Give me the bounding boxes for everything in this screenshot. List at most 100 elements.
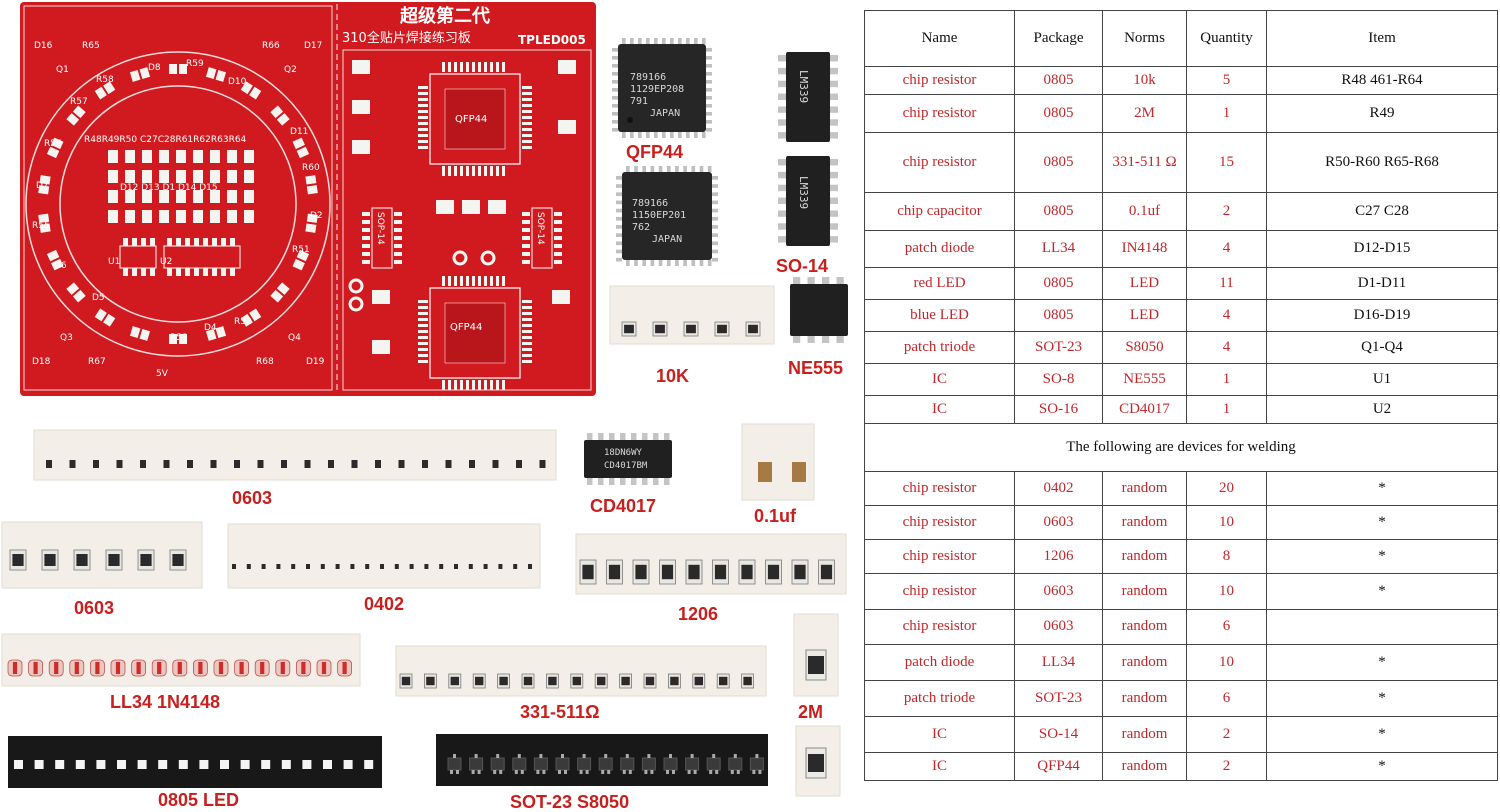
cell-item: U1 bbox=[1266, 362, 1498, 396]
sot23-leg bbox=[755, 754, 759, 758]
sot23-leg bbox=[672, 770, 675, 774]
sop-pad bbox=[394, 252, 402, 256]
chip-pin bbox=[686, 38, 690, 44]
silkscreen-label: R51 bbox=[292, 245, 310, 255]
sop-pad bbox=[394, 236, 402, 240]
chip-pin bbox=[653, 433, 659, 440]
sop-pad bbox=[554, 228, 562, 232]
cell-name: chip resistor bbox=[864, 573, 1015, 611]
chip-pin bbox=[612, 112, 618, 116]
header-package: Package bbox=[1014, 10, 1103, 67]
product-photo: 超级第二代 310全贴片焊接练习板 TPLED005 QFP44 QFP44 S… bbox=[1, 2, 848, 812]
sop-pad bbox=[522, 236, 530, 240]
cell-name: patch diode bbox=[864, 230, 1015, 268]
cell-item: D1-D11 bbox=[1266, 266, 1498, 300]
chip-pin bbox=[678, 38, 682, 44]
cell-item: R49 bbox=[1266, 94, 1498, 134]
ring-pad-pair bbox=[94, 308, 116, 327]
sot23-leg bbox=[496, 754, 500, 758]
qfp-pad bbox=[522, 342, 532, 345]
qfp-pad bbox=[418, 300, 428, 303]
center-pad bbox=[108, 150, 118, 163]
diode-core bbox=[198, 662, 203, 674]
cell-quantity: 4 bbox=[1186, 298, 1267, 332]
qfp-pad bbox=[522, 116, 532, 119]
qfp-pad bbox=[442, 166, 445, 176]
smd-part bbox=[276, 564, 281, 569]
qfp-pad bbox=[466, 380, 469, 390]
qfp-pad bbox=[522, 300, 532, 303]
sot23-leg bbox=[517, 754, 521, 758]
ic-pin bbox=[176, 238, 181, 246]
chip-pin bbox=[830, 210, 838, 217]
chip-pin bbox=[712, 257, 718, 262]
chip-pin bbox=[626, 260, 630, 266]
smd-part bbox=[232, 564, 236, 569]
chip-pin bbox=[707, 166, 712, 172]
chip-pin bbox=[622, 132, 626, 138]
sot23-leg bbox=[709, 770, 713, 774]
cell-package: 0402 bbox=[1014, 471, 1103, 507]
center-pad bbox=[176, 170, 186, 183]
chip-pin bbox=[793, 336, 801, 343]
cell-package: SOT-23 bbox=[1014, 330, 1103, 364]
pcb-pad bbox=[372, 340, 390, 354]
diode-core bbox=[239, 662, 244, 674]
center-pad bbox=[210, 190, 220, 203]
cell-package: SO-8 bbox=[1014, 362, 1103, 396]
pcb-hole bbox=[348, 278, 364, 294]
chip-pin bbox=[778, 197, 786, 204]
sop-pad bbox=[554, 244, 562, 248]
qfp-pad bbox=[522, 146, 532, 149]
ic-pin bbox=[194, 268, 199, 276]
chip-pin bbox=[712, 208, 718, 213]
resistor-body bbox=[694, 676, 703, 686]
qfp-pad bbox=[522, 312, 532, 315]
smd-led bbox=[34, 760, 44, 769]
chip-pin bbox=[675, 166, 679, 172]
chip-pin bbox=[830, 184, 838, 192]
silkscreen-label: Q1 bbox=[56, 65, 69, 75]
smd-part bbox=[439, 564, 444, 569]
diode-core bbox=[218, 662, 224, 674]
chip-pin bbox=[706, 120, 712, 124]
center-pad bbox=[159, 190, 169, 203]
resistor-body bbox=[76, 554, 88, 566]
chip-pin bbox=[830, 119, 838, 126]
qfp-pad bbox=[522, 318, 532, 321]
cell-norms: CD4017 bbox=[1102, 394, 1187, 424]
led-ring-outer bbox=[25, 51, 331, 357]
chip-pin bbox=[822, 277, 830, 284]
ic-pin bbox=[167, 268, 172, 276]
sop-pad bbox=[394, 212, 402, 216]
ic-pin bbox=[167, 238, 172, 246]
resistor-body bbox=[820, 564, 833, 580]
cell-norms: random bbox=[1102, 679, 1187, 717]
resistor-body bbox=[582, 564, 594, 580]
chip-pin bbox=[612, 104, 618, 108]
chip-pin bbox=[662, 38, 666, 44]
smd-part bbox=[350, 564, 355, 569]
cell-item: * bbox=[1266, 751, 1498, 782]
qfp-pad bbox=[484, 62, 487, 72]
cell-name: blue LED bbox=[864, 298, 1015, 332]
pcb-hole bbox=[480, 250, 496, 266]
silkscreen-label: Q2 bbox=[284, 65, 297, 75]
resistor-body bbox=[635, 564, 647, 580]
smd-part bbox=[291, 564, 296, 569]
resistor-body bbox=[748, 324, 758, 334]
qfp-pad bbox=[472, 380, 475, 390]
cell-quantity: 10 bbox=[1186, 643, 1267, 681]
cell-quantity: 15 bbox=[1186, 132, 1267, 194]
cell-norms: IN4148 bbox=[1102, 230, 1187, 268]
ic-pin bbox=[150, 268, 155, 276]
center-pad bbox=[244, 150, 254, 163]
silkscreen-label: R68 bbox=[256, 357, 274, 367]
cell-item: * bbox=[1266, 539, 1498, 575]
chip-pin bbox=[664, 478, 670, 485]
cell-name: IC bbox=[864, 362, 1015, 396]
smd-led bbox=[261, 760, 271, 769]
chip-pin bbox=[616, 233, 622, 237]
cell-norms: LED bbox=[1102, 266, 1187, 300]
